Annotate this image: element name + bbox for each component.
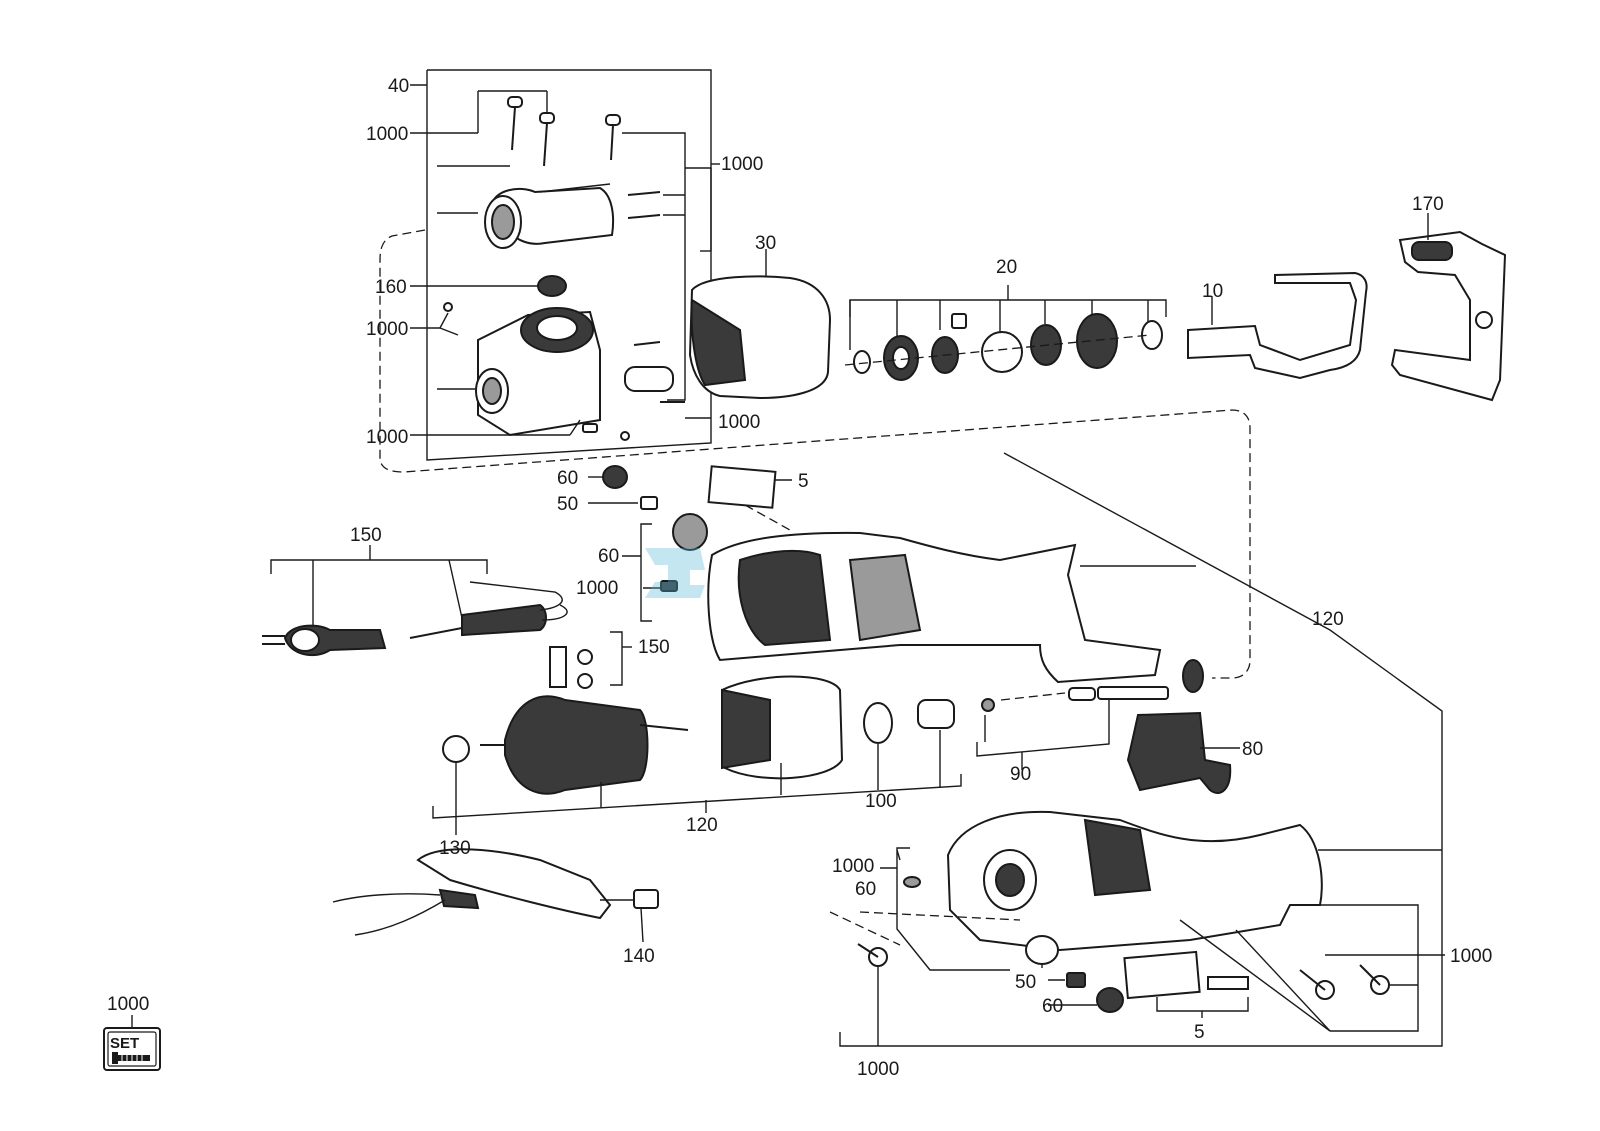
label-1000: 1000 xyxy=(857,1059,899,1080)
label-5: 5 xyxy=(798,471,809,492)
label-170: 170 xyxy=(1412,194,1444,215)
label-60: 60 xyxy=(557,468,578,489)
screw-set-icon: SET xyxy=(103,1015,161,1071)
wiring-harness-140 xyxy=(332,848,659,943)
label-60: 60 xyxy=(1042,996,1063,1017)
plunger-parts-20 xyxy=(844,285,1167,381)
shoe-170 xyxy=(1390,213,1507,402)
part-number-labels: 40 1000 1000 160 1000 1000 1000 30 20 10… xyxy=(107,76,1492,1080)
switch-link-90 xyxy=(976,659,1204,770)
label-100: 100 xyxy=(865,791,897,812)
label-60: 60 xyxy=(855,879,876,900)
label-160: 160 xyxy=(375,277,407,298)
label-1000: 1000 xyxy=(721,154,763,175)
rear-housing-assembly xyxy=(829,810,1445,1046)
label-1000: 1000 xyxy=(366,319,408,340)
label-1000: 1000 xyxy=(576,578,618,599)
label-1000: 1000 xyxy=(107,994,149,1015)
label-5: 5 xyxy=(1194,1022,1205,1043)
label-150: 150 xyxy=(350,525,382,546)
label-40: 40 xyxy=(388,76,409,97)
set-label: SET xyxy=(110,1035,139,1052)
label-130: 130 xyxy=(439,838,471,859)
yoke-10 xyxy=(1187,271,1368,380)
label-80: 80 xyxy=(1242,739,1263,760)
label-1000: 1000 xyxy=(366,427,408,448)
switch-80 xyxy=(1126,711,1240,794)
label-50: 50 xyxy=(557,494,578,515)
front-housing-30 xyxy=(688,249,832,400)
label-120: 120 xyxy=(686,815,718,836)
power-cord-150 xyxy=(262,545,632,689)
watermark-logo xyxy=(645,548,705,598)
label-60: 60 xyxy=(598,546,619,567)
label-1000: 1000 xyxy=(1450,946,1492,967)
label-20: 20 xyxy=(996,257,1017,278)
label-1000: 1000 xyxy=(718,412,760,433)
label-50: 50 xyxy=(1015,972,1036,993)
label-10: 10 xyxy=(1202,281,1223,302)
label-120: 120 xyxy=(1312,609,1344,630)
gear-housing-group xyxy=(410,69,720,461)
label-1000: 1000 xyxy=(832,856,874,877)
motor-housing xyxy=(707,531,1196,684)
dashed-assembly-outline xyxy=(379,229,1251,679)
label-140: 140 xyxy=(623,946,655,967)
label-150: 150 xyxy=(638,637,670,658)
label-90: 90 xyxy=(1010,764,1031,785)
armature-row xyxy=(432,675,995,835)
brush-parts-top xyxy=(588,465,792,622)
label-1000: 1000 xyxy=(366,124,408,145)
label-30: 30 xyxy=(755,233,776,254)
